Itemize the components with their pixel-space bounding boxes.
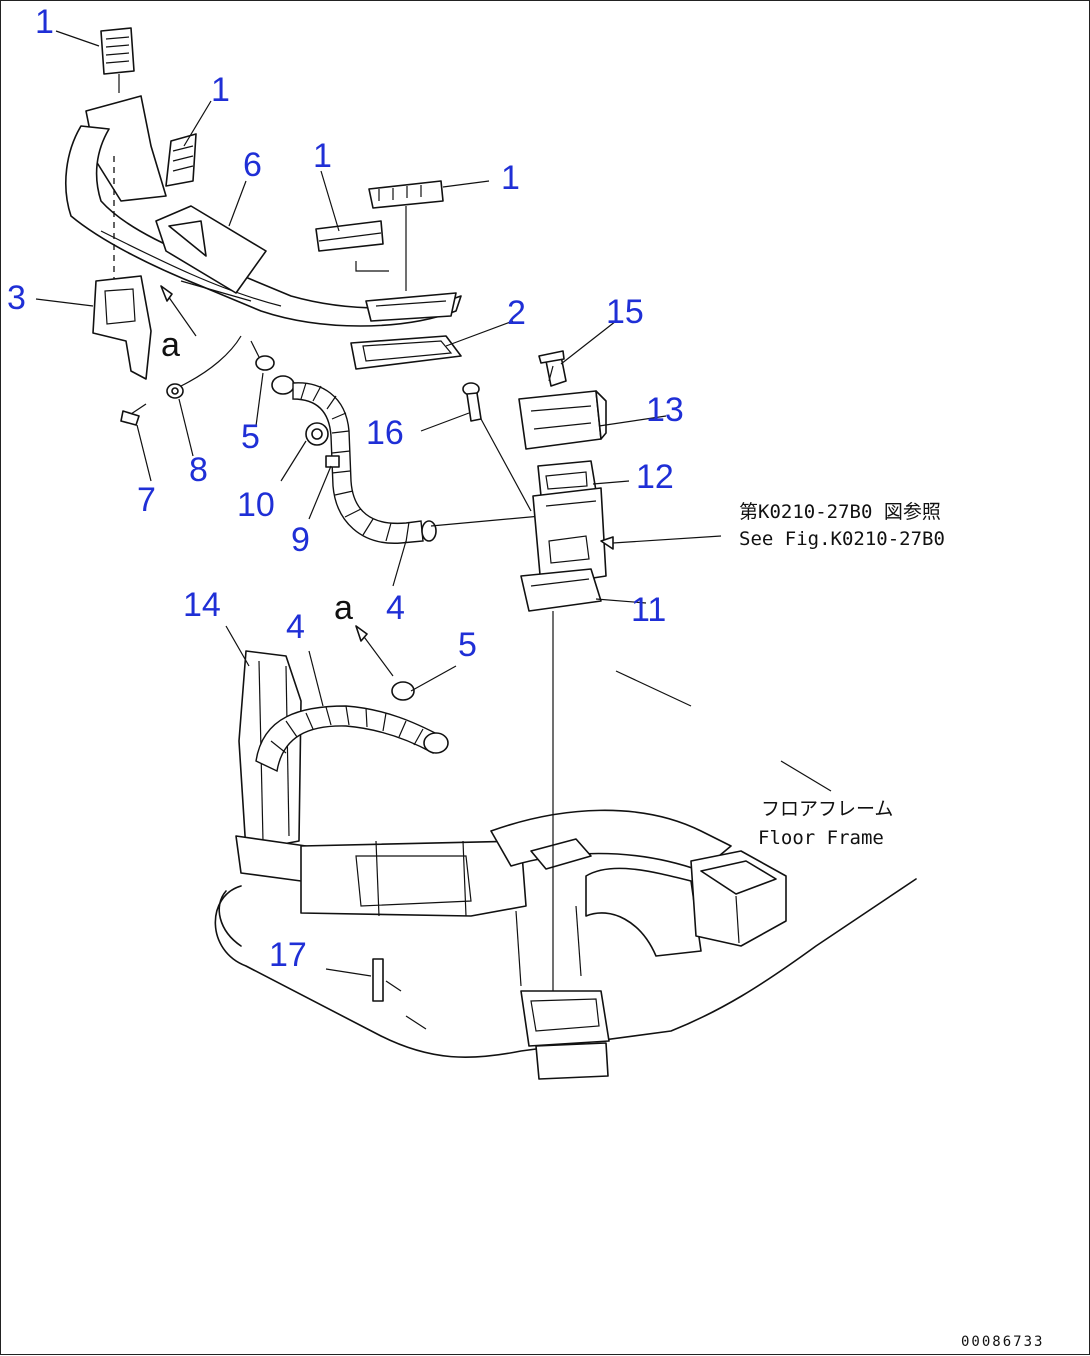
floor-duct-assembly <box>235 650 787 1080</box>
view-letter-a: a <box>161 326 180 364</box>
callout-10: 10 <box>237 486 275 524</box>
callout-9: 9 <box>291 521 310 559</box>
reference-note-en: See Fig.K0210-27B0 <box>739 528 945 550</box>
callout-6: 6 <box>243 146 262 184</box>
callout-15: 15 <box>606 293 644 331</box>
fasteners <box>120 335 275 426</box>
callout-numbers: 1 1 1 1 6 2 3 15 13 16 12 5 8 7 10 9 4 1… <box>7 3 684 974</box>
upper-duct-6 <box>65 95 462 327</box>
register-parts-1 <box>100 27 444 291</box>
callout-8: 8 <box>189 451 208 489</box>
leader-lines <box>35 30 667 707</box>
callout-5: 5 <box>241 418 260 456</box>
view-arrow-a-lower <box>355 625 394 677</box>
callout-1: 1 <box>211 71 230 109</box>
callout-11: 11 <box>631 591 666 629</box>
clip-17 <box>325 958 427 1030</box>
callout-7: 7 <box>137 481 156 519</box>
grille-2 <box>350 335 462 370</box>
callout-1: 1 <box>35 3 54 41</box>
blower-assembly <box>462 350 722 991</box>
callout-1: 1 <box>313 137 332 175</box>
floor-frame-label-en: Floor Frame <box>758 827 884 849</box>
callout-12: 12 <box>636 458 674 496</box>
lower-hose-4 <box>255 681 449 773</box>
callout-14: 14 <box>183 586 221 624</box>
callout-3: 3 <box>7 279 26 317</box>
callout-16: 16 <box>366 414 404 452</box>
reference-note-jp: 第K0210-27B0 図参照 <box>739 501 941 523</box>
view-letter-a: a <box>334 589 353 627</box>
callout-1: 1 <box>501 159 520 197</box>
view-arrow-a-upper <box>160 285 197 337</box>
upper-hose-4 <box>271 375 542 544</box>
callout-5: 5 <box>458 626 477 664</box>
floor-frame <box>214 670 917 1059</box>
document-id: 00086733 <box>961 1334 1044 1350</box>
callout-2: 2 <box>507 294 526 332</box>
duct-outlet-3 <box>92 275 152 380</box>
callout-4: 4 <box>386 589 405 627</box>
callout-4: 4 <box>286 608 305 646</box>
floor-frame-label-jp: フロアフレーム <box>761 798 893 820</box>
callout-13: 13 <box>646 391 684 429</box>
callout-17: 17 <box>269 936 307 974</box>
